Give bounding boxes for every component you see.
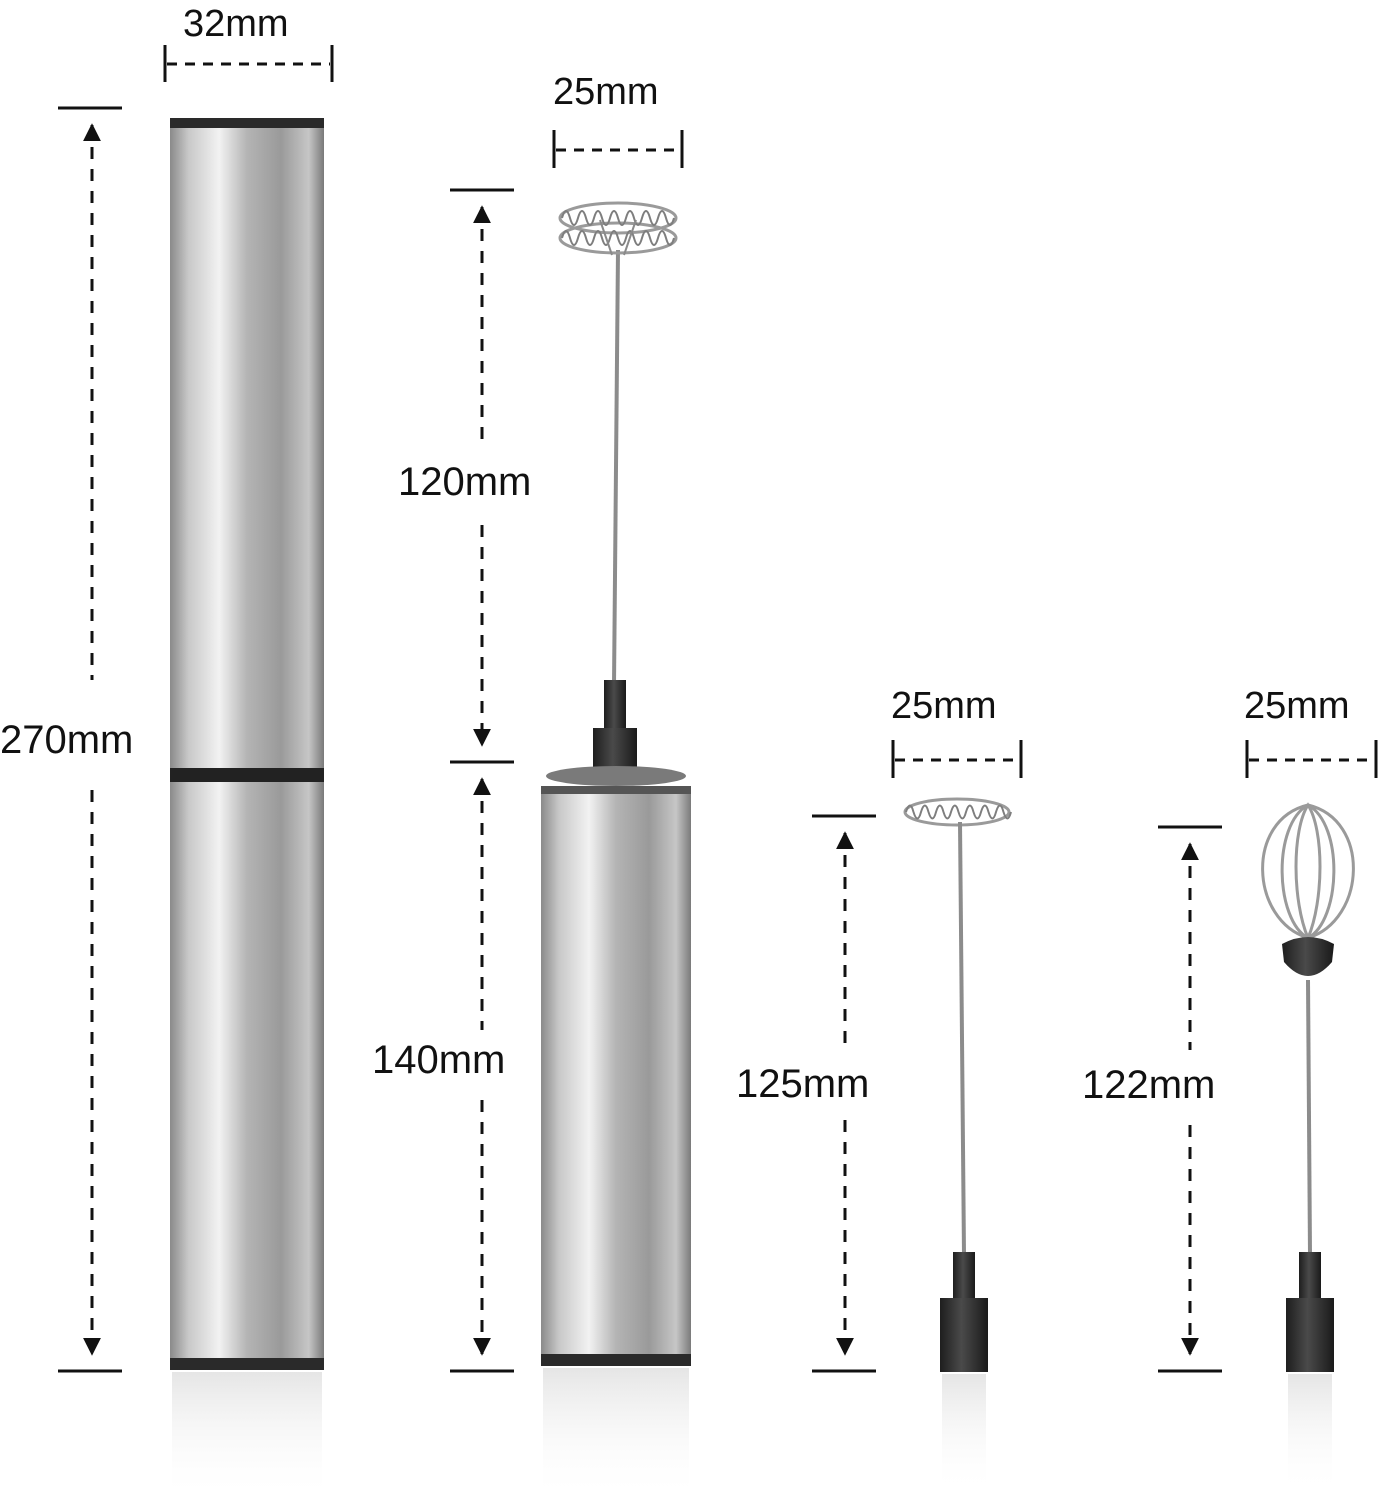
handle-length-dimension	[450, 777, 514, 1373]
balloon-whisk-cap-base	[1286, 1298, 1334, 1372]
balloon-whisk-wires	[1261, 802, 1355, 942]
shaft-length-dimension	[450, 188, 514, 764]
head-width-dimension	[552, 130, 684, 168]
spring-whisk-attachment	[903, 797, 1012, 1494]
spring-whisk-shaft	[958, 821, 966, 1256]
frother-shaft	[612, 249, 620, 686]
frother-top-lip	[546, 766, 686, 786]
balloon-whisk-length-label: 122mm	[1082, 1063, 1216, 1107]
case-top-rim	[170, 118, 324, 128]
spring-whisk-length-dimension	[812, 814, 876, 1373]
spring-whisk-cap-base	[940, 1298, 988, 1372]
spring-whisk-cap-top	[953, 1252, 975, 1302]
balloon-whisk-width-label: 25mm	[1244, 685, 1350, 727]
balloon-whisk-shaft	[1306, 979, 1312, 1256]
shaft-length-label: 120mm	[398, 460, 532, 504]
case-length-dimension	[58, 106, 122, 1373]
frother	[541, 201, 691, 1500]
case-length-label: 270mm	[0, 718, 134, 762]
frother-collar-base	[593, 728, 637, 768]
storage-case	[170, 118, 324, 1500]
frother-handle-top-rim	[541, 786, 691, 794]
case-bottom-rim	[170, 1358, 324, 1370]
case-width-label: 32mm	[183, 3, 289, 45]
spring-whisk-length-label: 125mm	[736, 1062, 870, 1106]
balloon-whisk-hub	[1282, 937, 1334, 976]
frother-reflection	[543, 1368, 689, 1500]
case-seam	[170, 768, 324, 782]
frother-collar-top	[604, 680, 626, 732]
frother-spring-head	[558, 201, 678, 256]
spring-whisk-width-label: 25mm	[891, 685, 997, 727]
balloon-whisk-width-dimension	[1245, 740, 1378, 778]
spring-whisk-reflection	[942, 1374, 986, 1494]
spring-whisk-width-dimension	[891, 740, 1023, 778]
head-width-label: 25mm	[553, 71, 659, 113]
case-body	[170, 118, 324, 1370]
frother-handle	[541, 788, 691, 1360]
balloon-whisk-cap-top	[1299, 1252, 1321, 1302]
case-width-dimension	[163, 45, 334, 82]
spring-whisk-coil	[903, 797, 1012, 827]
case-reflection	[172, 1372, 322, 1500]
balloon-whisk-length-dimension	[1158, 825, 1222, 1373]
handle-length-label: 140mm	[372, 1038, 506, 1082]
frother-handle-bottom-rim	[541, 1354, 691, 1366]
balloon-whisk-attachment	[1261, 802, 1355, 1494]
balloon-whisk-reflection	[1288, 1374, 1332, 1494]
